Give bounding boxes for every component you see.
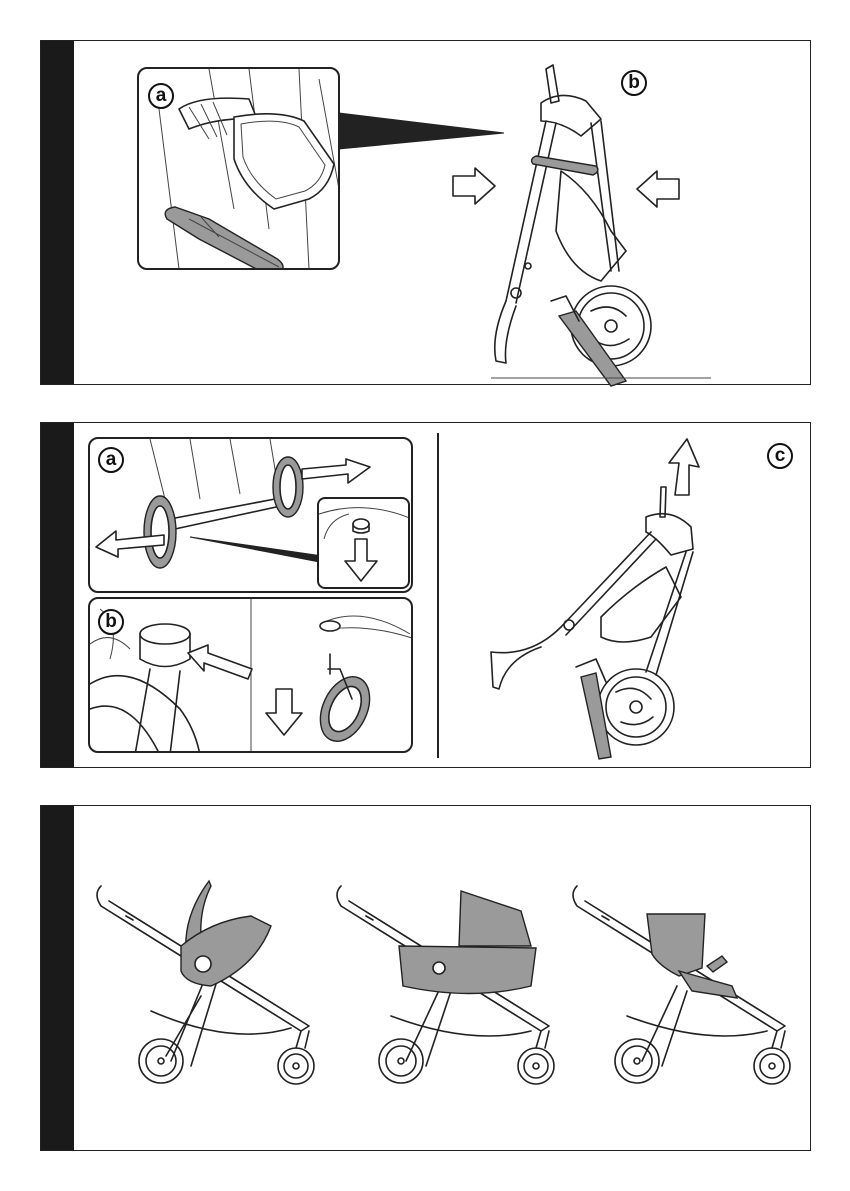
detail-inset-front-wheel: b	[88, 597, 413, 753]
step-bar	[41, 423, 74, 767]
stroller-with-seat-illustration	[567, 876, 797, 1096]
up-arrow-icon	[665, 437, 705, 497]
pull-arrow-icon	[300, 457, 372, 491]
push-arrow-icon	[186, 641, 256, 681]
down-arrow-icon	[264, 687, 304, 737]
step-panel-wheels: a b	[40, 422, 811, 768]
stroller-with-carrycot-illustration	[331, 876, 561, 1096]
folding-stroller-illustration	[461, 61, 721, 381]
step-bar	[41, 806, 74, 1150]
step-label-b: b	[621, 70, 647, 96]
step-bar	[41, 41, 74, 384]
push-arrow-icon	[635, 169, 681, 209]
detail-inset-handle: a	[137, 67, 340, 270]
push-arrow-icon	[451, 166, 497, 206]
wheel-release-button-illustration	[319, 499, 410, 589]
step-label-a: a	[98, 447, 124, 473]
detail-subinset-release	[317, 497, 410, 589]
step-label-a: a	[148, 83, 174, 109]
stroller-with-car-seat-illustration	[91, 876, 321, 1096]
step-panel-configurations	[40, 805, 811, 1151]
pull-arrow-icon	[94, 525, 166, 559]
detail-inset-rear-wheels: a	[88, 437, 413, 593]
divider	[437, 433, 439, 758]
step-label-b: b	[98, 609, 124, 635]
step-label-c: c	[767, 443, 793, 469]
step-panel-fold: a b	[40, 40, 811, 385]
lifted-stroller-illustration	[471, 437, 771, 757]
